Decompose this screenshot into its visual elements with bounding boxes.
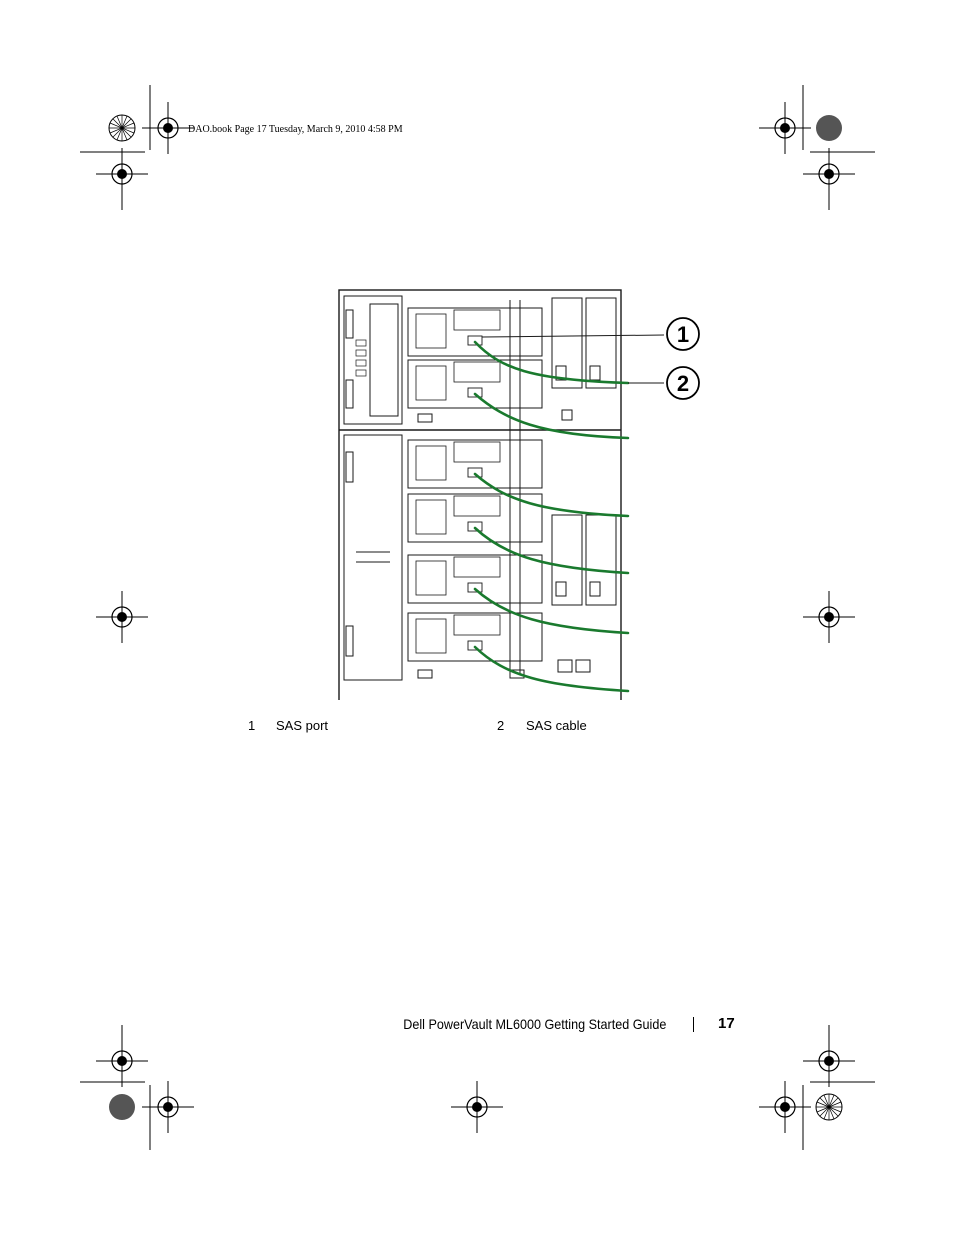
drive-bays — [407, 307, 543, 662]
sas-cable — [473, 392, 630, 440]
chassis-outline — [338, 289, 622, 700]
callout-2-label: 2 — [677, 371, 689, 396]
starburst-mark — [108, 114, 136, 142]
legend-number: 1 — [248, 718, 256, 733]
sas-cable — [473, 645, 630, 693]
legend-label: SAS cable — [526, 718, 587, 733]
page-number: 17 — [718, 1015, 735, 1032]
power-supplies — [551, 297, 617, 606]
callout-1 — [666, 317, 700, 351]
sas-ports — [467, 335, 483, 651]
legend-number: 2 — [497, 718, 505, 733]
gray-dot-mark — [109, 1094, 135, 1120]
footer-separator — [693, 1017, 694, 1032]
footer-title: Dell PowerVault ML6000 Getting Started G… — [402, 1016, 666, 1032]
legend-label: SAS port — [276, 718, 329, 733]
registration-mark — [802, 590, 856, 644]
callout-1-label: 1 — [677, 322, 689, 347]
sas-cables — [473, 340, 630, 693]
gray-dot-mark — [816, 115, 842, 141]
sas-cable — [473, 526, 630, 575]
registration-mark — [95, 590, 149, 644]
sas-cable — [473, 587, 630, 635]
expansion-module — [343, 434, 403, 681]
control-module — [343, 295, 403, 425]
sas-cable — [473, 472, 630, 518]
library-rear-illustration: 1 2 — [338, 289, 700, 700]
print-header: DAO.book Page 17 Tuesday, March 9, 2010 … — [188, 124, 403, 135]
starburst-mark — [815, 1093, 843, 1121]
sas-cable — [473, 340, 630, 385]
registration-mark — [450, 1080, 504, 1134]
callout-2 — [666, 366, 700, 400]
